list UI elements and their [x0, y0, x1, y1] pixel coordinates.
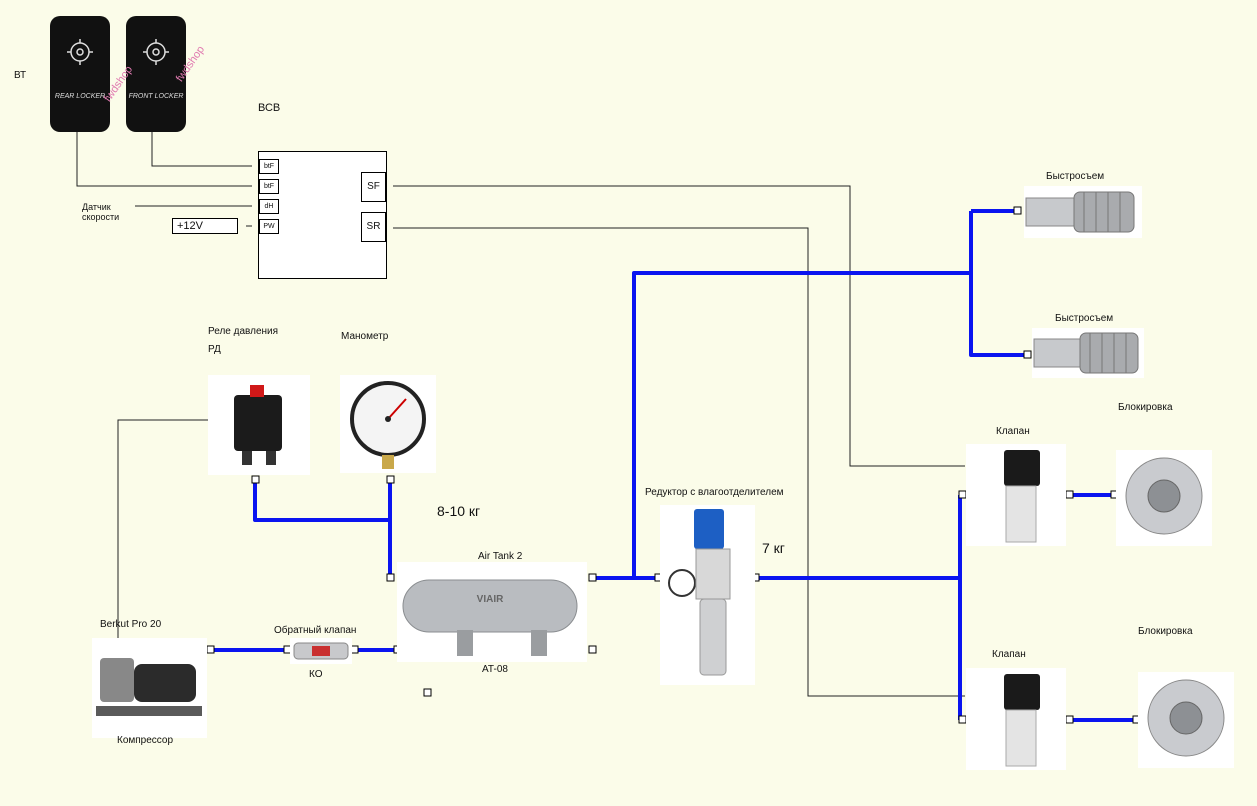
tank-brand: VIAIR	[477, 594, 504, 605]
valve-2	[966, 668, 1066, 770]
valve-1	[966, 444, 1066, 546]
air-relay	[253, 480, 390, 522]
air-tank-icon: VIAIR	[402, 579, 578, 656]
check-valve-icon	[293, 642, 349, 660]
air-quick-branch	[969, 209, 1030, 357]
tank-name: Air Tank 2	[478, 551, 523, 562]
power-label: +12V	[172, 218, 238, 234]
speed-sensor-label: Датчик	[82, 202, 111, 212]
check-valve	[290, 638, 352, 664]
regulator-icon	[668, 509, 731, 676]
locker-1	[1116, 450, 1212, 546]
valve-label-1: Клапан	[996, 426, 1030, 437]
locker-label-1: Блокировка	[1118, 402, 1173, 413]
wire-front-switch	[151, 130, 252, 167]
tank-pressure-label: 8-10 кг	[437, 503, 481, 519]
wire-relay-compressor	[117, 419, 210, 638]
pressure-relay-label: Реле давления	[208, 326, 279, 337]
air-lines	[211, 209, 1137, 722]
wire-sr	[393, 227, 965, 697]
pin-pw: PW	[259, 219, 279, 234]
pressure-relay	[208, 375, 310, 475]
valve-label-2: Клапан	[992, 649, 1026, 660]
pressure-relay-code: РД	[208, 344, 221, 355]
quick-connect-icon	[1025, 191, 1135, 233]
speed-sensor-label-2: скорости	[82, 212, 120, 222]
output-sf: SF	[361, 172, 386, 202]
quick-connect-label-1: Быстросъем	[1046, 171, 1105, 182]
locker-icon	[67, 39, 93, 65]
differential-locker-icon	[1125, 457, 1203, 535]
controller-title: ВСВ	[258, 102, 281, 114]
quick-connect-label-2: Быстросъем	[1055, 313, 1114, 324]
wire-rear-switch	[76, 130, 252, 187]
pressure-relay-icon	[234, 385, 282, 465]
pressure-gauge	[340, 375, 436, 473]
check-valve-label: Обратный клапан	[274, 625, 357, 636]
quick-connect-2	[1032, 328, 1144, 378]
regulator-label: Редуктор с влагоотделителем	[645, 487, 784, 498]
regulator	[660, 505, 755, 685]
gauge-icon	[350, 381, 426, 469]
pin-dh: dH	[259, 199, 279, 214]
tank-model: AT-08	[482, 664, 508, 675]
quick-connect-1	[1024, 186, 1142, 238]
compressor-icon	[96, 658, 202, 716]
rear-locker-switch[interactable]: REAR LOCKER	[50, 16, 110, 132]
pin-btf-rear: btF	[259, 179, 279, 194]
front-locker-text: FRONT LOCKER	[128, 93, 184, 100]
compressor-name: Berkut Pro 20	[100, 619, 162, 630]
quick-connect-icon	[1033, 332, 1139, 374]
pin-btf-front: btF	[259, 159, 279, 174]
check-valve-code: КО	[309, 669, 323, 680]
switches-label: ВТ	[14, 70, 27, 81]
air-tank: VIAIR	[397, 562, 587, 662]
locker-icon	[143, 39, 169, 65]
compressor	[92, 638, 207, 738]
wire-sf	[393, 185, 965, 467]
output-sr: SR	[361, 212, 386, 242]
rear-locker-text: REAR LOCKER	[54, 93, 106, 100]
electrical-wires	[76, 130, 965, 697]
air-to-quick	[632, 271, 971, 578]
locker-2	[1138, 672, 1234, 768]
valve-icon	[1004, 674, 1040, 767]
locker-label-2: Блокировка	[1138, 626, 1193, 637]
regulator-pressure: 7 кг	[762, 540, 785, 556]
front-locker-switch[interactable]: FRONT LOCKER	[126, 16, 186, 132]
gauge-label: Манометр	[341, 331, 389, 342]
compressor-caption: Компрессор	[117, 735, 174, 746]
valve-icon	[1004, 450, 1040, 543]
differential-locker-icon	[1147, 679, 1225, 757]
